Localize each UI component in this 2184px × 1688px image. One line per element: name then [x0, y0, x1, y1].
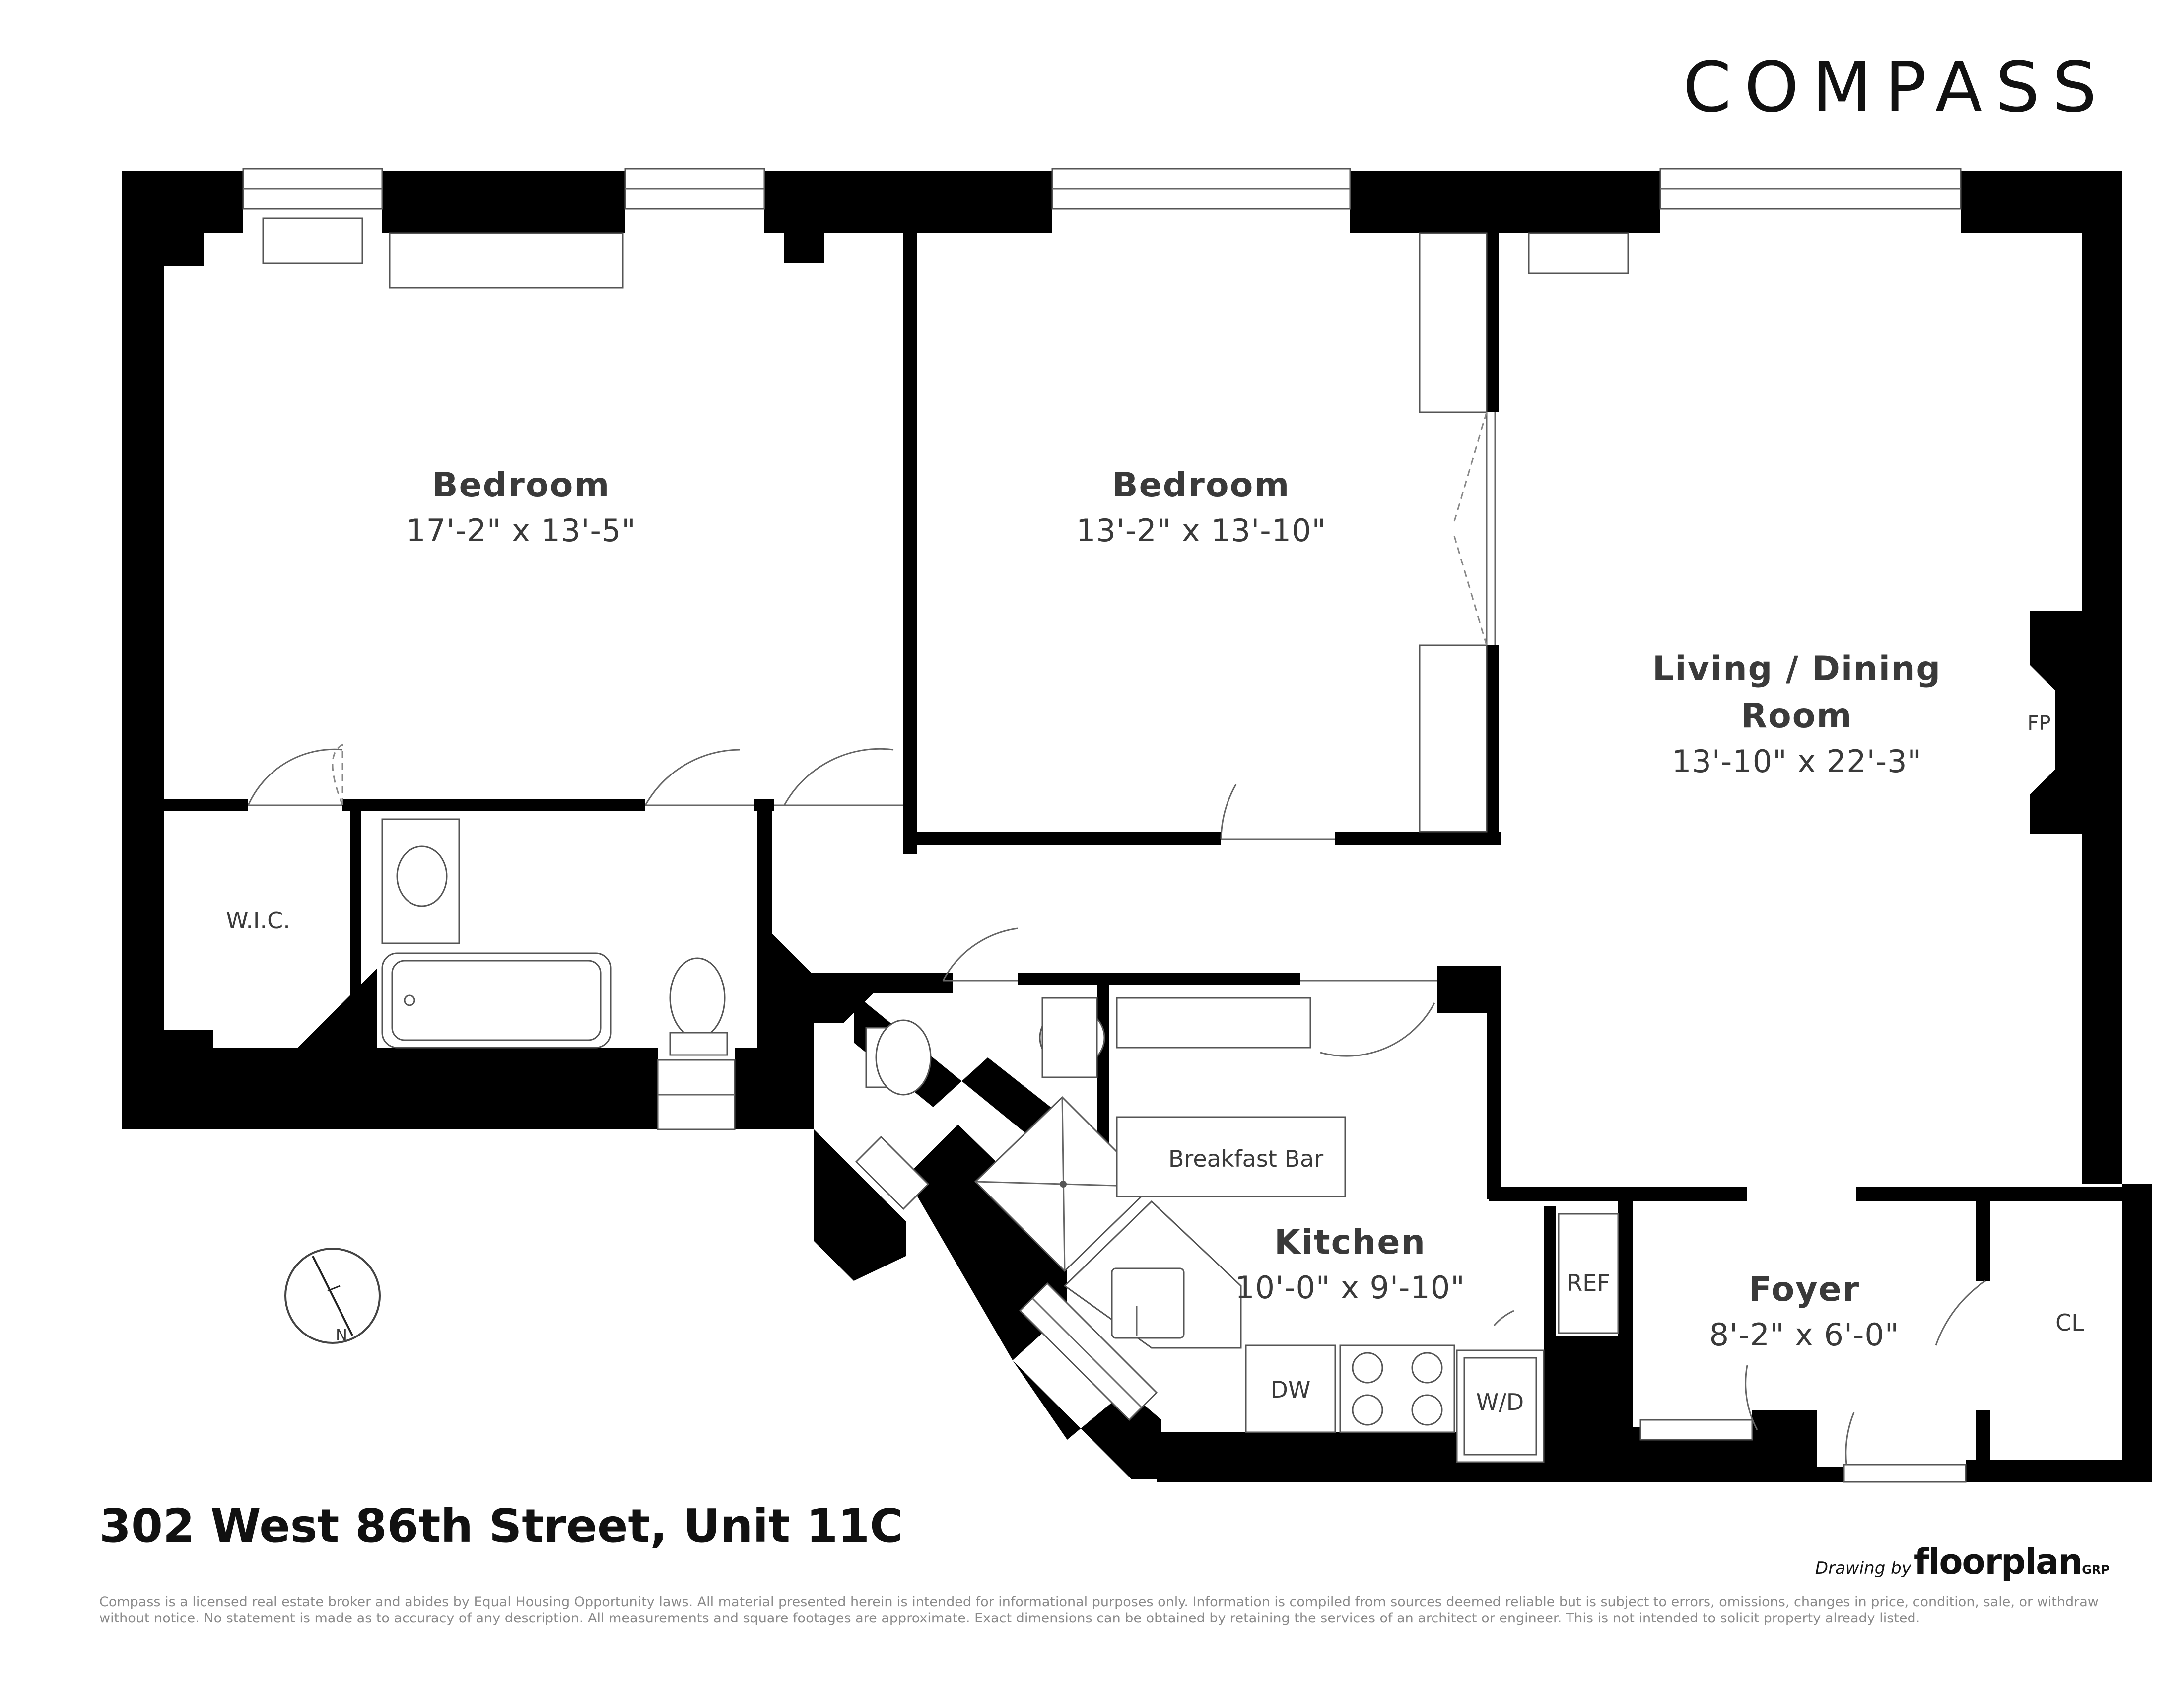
room-dims-living: 13'-10" x 22'-3"	[1672, 743, 1922, 779]
room-name-bedroom1: Bedroom	[432, 466, 610, 505]
refrigerator-label: REF	[1567, 1269, 1610, 1296]
room-dims-bedroom2: 13'-2" x 13'-10"	[1076, 512, 1326, 549]
room-dims-kitchen: 10'-0" x 9'-10"	[1235, 1269, 1465, 1306]
legal-disclaimer: Compass is a licensed real estate broker…	[99, 1594, 2099, 1626]
credit-name: floorplan	[1913, 1542, 2083, 1582]
room-name-foyer: Foyer	[1749, 1270, 1860, 1309]
room-name-wic: W.I.C.	[226, 907, 290, 934]
washer-dryer-label: W/D	[1476, 1389, 1524, 1415]
compass-rose	[284, 1248, 381, 1344]
credit-prefix: Drawing by	[1815, 1558, 1911, 1578]
compass-north-label: N	[336, 1326, 347, 1344]
room-dims-bedroom1: 17'-2" x 13'-5"	[406, 512, 636, 549]
windows	[242, 168, 1967, 1483]
room-name-kitchen: Kitchen	[1274, 1223, 1426, 1262]
dishwasher-label: DW	[1271, 1376, 1311, 1403]
credit-suffix: GRP	[2082, 1563, 2110, 1577]
fireplace-label: FP	[2027, 712, 2050, 735]
brand-logo: COMPASS	[1683, 47, 2110, 128]
built-ins	[1419, 232, 1496, 833]
kitchen-fixtures	[1063, 997, 1619, 1463]
property-address: 302 West 86th Street, Unit 11C	[99, 1499, 903, 1552]
bathroom-fixtures	[381, 818, 1153, 1272]
breakfast-bar-label: Breakfast Bar	[1168, 1145, 1323, 1172]
room-name-living-line2: Room	[1741, 697, 1853, 736]
room-name-bedroom2: Bedroom	[1112, 466, 1290, 505]
room-dims-foyer: 8'-2" x 6'-0"	[1709, 1317, 1900, 1353]
door-swings	[247, 743, 1986, 1465]
room-name-living-line1: Living / Dining	[1652, 649, 1941, 689]
room-name-closet: CL	[2055, 1309, 2084, 1336]
drawing-credit: Drawing by floorplanGRP	[1815, 1542, 2110, 1582]
walls	[122, 171, 2152, 1482]
